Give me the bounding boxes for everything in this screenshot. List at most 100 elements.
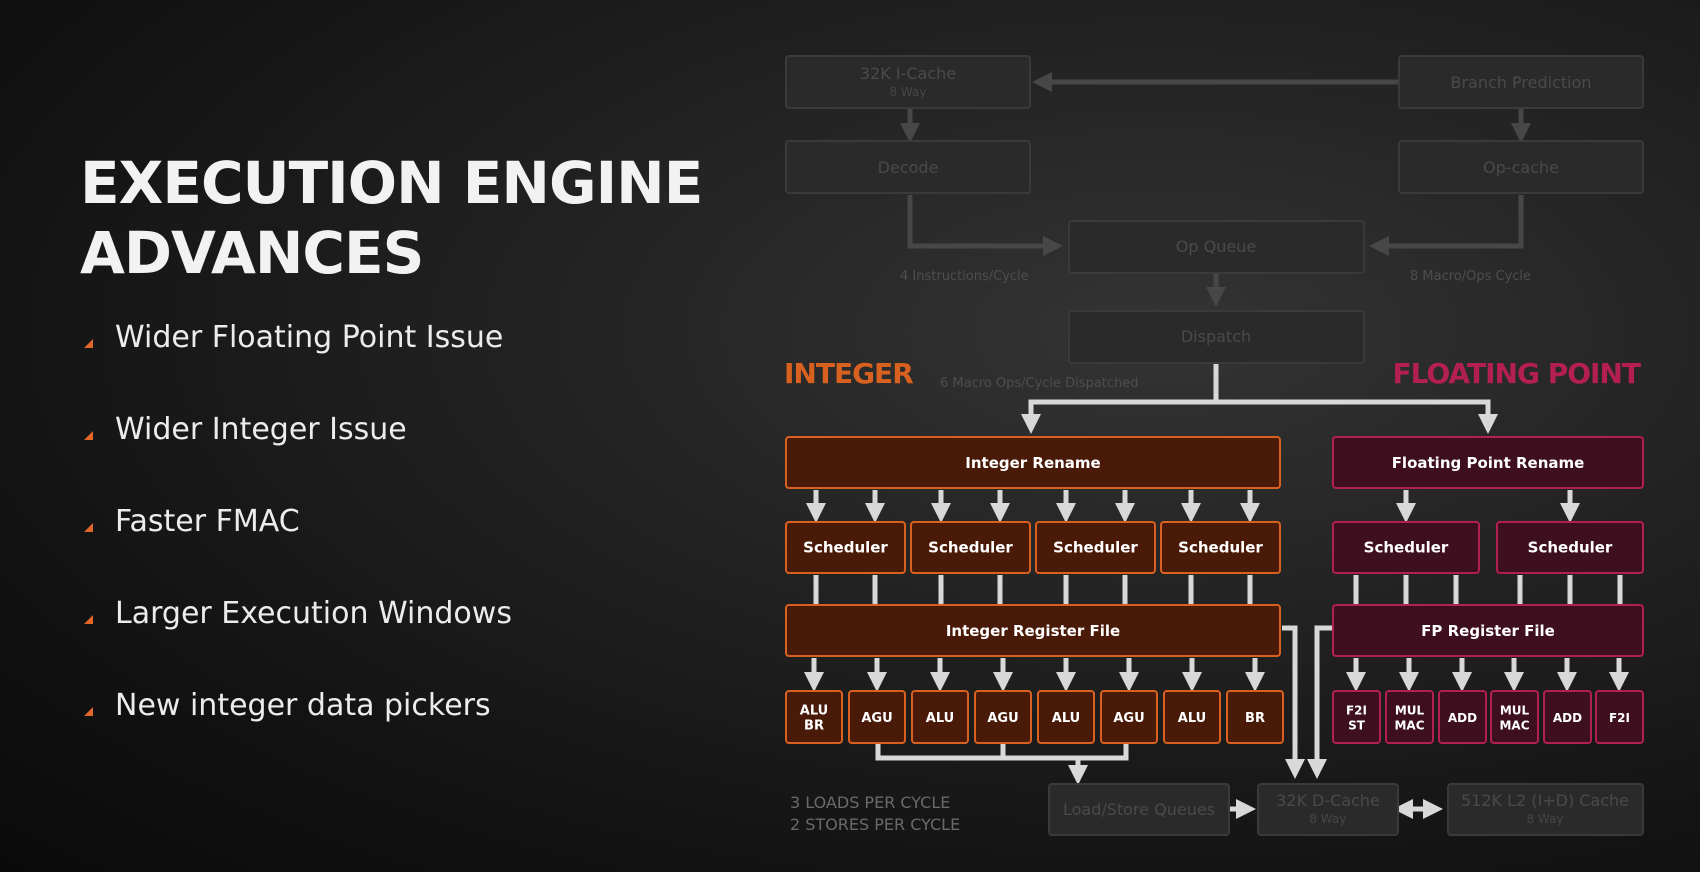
fp-unit-box <box>1490 690 1539 744</box>
fp-unit-label: MAC <box>1499 719 1529 733</box>
triangle-bullet-icon <box>84 339 93 348</box>
fp-unit-label: MUL <box>1500 704 1530 718</box>
op-queue-label: Op Queue <box>1176 237 1256 256</box>
bullet-item: Larger Execution Windows <box>84 599 512 691</box>
fp-scheduler-box <box>1496 521 1644 574</box>
integer-scheduler-box <box>785 521 906 574</box>
decode-box <box>785 140 1031 194</box>
integer-register-file-arrows <box>804 658 1265 693</box>
loads-note: 3 LOADS PER CYCLE <box>790 793 950 812</box>
integer-unit-box <box>974 690 1032 744</box>
connector-decode-to-opqueue <box>907 195 1064 256</box>
integer-rename-box <box>785 436 1281 489</box>
dcache-box <box>1257 783 1399 836</box>
integer-unit-box <box>911 690 969 744</box>
decode-label: Decode <box>878 158 939 177</box>
triangle-bullet-icon <box>84 523 93 532</box>
memory-subsystem: 3 LOADS PER CYCLE 2 STORES PER CYCLE Loa… <box>790 783 1644 836</box>
integer-scheduler-box <box>1035 521 1156 574</box>
integer-section-label: INTEGER <box>784 357 913 390</box>
dispatch-box <box>1068 310 1365 364</box>
integer-scheduler-label: Scheduler <box>803 539 888 557</box>
integer-register-file-box <box>785 604 1281 657</box>
integer-unit-label: BR <box>1245 711 1265 726</box>
load-store-queues-box <box>1048 783 1230 836</box>
fp-register-file-box <box>1332 604 1644 657</box>
fp-unit-label: MUL <box>1395 704 1425 718</box>
fp-scheduler-box <box>1332 521 1480 574</box>
bullet-item: Wider Floating Point Issue <box>84 323 512 415</box>
integer-unit-label: ALU <box>1052 711 1080 726</box>
integer-cluster: Integer Rename Scheduler Scheduler Schedul… <box>785 436 1284 744</box>
icache-box <box>785 55 1031 109</box>
connector-dispatch-split-left <box>1021 399 1216 435</box>
integer-unit-box <box>1100 690 1158 744</box>
bullet-text: Wider Floating Point Issue <box>115 320 504 355</box>
bullet-text: Wider Integer Issue <box>115 412 407 447</box>
integer-rename-arrows <box>806 490 1260 524</box>
integer-unit-label: AGU <box>861 711 892 726</box>
integer-scheduler-box <box>1160 521 1281 574</box>
l2-cache-sub: 8 Way <box>1526 812 1563 826</box>
fp-unit-box <box>1438 690 1487 744</box>
fp-rename-arrows <box>1396 490 1580 524</box>
fp-unit-label: F2I <box>1346 704 1367 718</box>
fp-scheduler-arrows <box>1353 575 1623 604</box>
bullet-text: Larger Execution Windows <box>115 596 512 631</box>
integer-unit-label: AGU <box>1113 711 1144 726</box>
integer-scheduler-box <box>910 521 1031 574</box>
op-cache-box <box>1398 140 1644 194</box>
fp-unit-label: ADD <box>1448 711 1477 725</box>
title-line-1: EXECUTION ENGINE <box>80 149 703 217</box>
integer-unit-label: ALU <box>1178 711 1206 726</box>
integer-unit-label: ALU <box>800 704 828 719</box>
fp-unit-label: ADD <box>1553 711 1582 725</box>
slide-title: EXECUTION ENGINE ADVANCES <box>80 148 703 288</box>
bullet-item: Wider Integer Issue <box>84 415 512 507</box>
triangle-bullet-icon <box>84 707 93 716</box>
connector-fprf-to-dcache <box>1307 625 1332 780</box>
triangle-bullet-icon <box>84 615 93 624</box>
fp-unit-label: F2I <box>1609 711 1630 725</box>
bullet-text: New integer data pickers <box>115 688 491 723</box>
fp-scheduler-label: Scheduler <box>1528 539 1613 557</box>
integer-unit-box <box>848 690 906 744</box>
op-cache-label: Op-cache <box>1483 158 1559 177</box>
stores-note: 2 STORES PER CYCLE <box>790 815 960 834</box>
bullet-item: New integer data pickers <box>84 691 512 783</box>
integer-unit-label: BR <box>804 719 824 734</box>
bullet-item: Faster FMAC <box>84 507 512 599</box>
branch-prediction-box <box>1398 55 1644 109</box>
integer-scheduler-arrows <box>813 575 1253 604</box>
dcache-sub: 8 Way <box>1309 812 1346 826</box>
frontend-units: 32K I-Cache 8 Way Branch Prediction Deco… <box>785 55 1644 391</box>
title-line-2: ADVANCES <box>80 219 424 287</box>
integer-scheduler-label: Scheduler <box>928 539 1013 557</box>
fp-unit-box <box>1332 690 1381 744</box>
fp-unit-box <box>1543 690 1592 744</box>
integer-unit-label: AGU <box>987 711 1018 726</box>
icache-label: 32K I-Cache <box>860 64 956 83</box>
connector-arrows <box>804 72 1629 819</box>
op-queue-box <box>1068 220 1365 274</box>
integer-scheduler-label: Scheduler <box>1053 539 1138 557</box>
branch-prediction-label: Branch Prediction <box>1450 73 1591 92</box>
l2-cache-label: 512K L2 (I+D) Cache <box>1461 791 1629 810</box>
integer-register-file-label: Integer Register File <box>946 622 1120 640</box>
icache-sub: 8 Way <box>889 85 926 99</box>
integer-unit-box <box>1226 690 1284 744</box>
fp-register-file-label: FP Register File <box>1421 622 1555 640</box>
integer-rename-label: Integer Rename <box>965 454 1100 472</box>
decode-rate-note: 4 Instructions/Cycle <box>900 269 1029 284</box>
load-store-queues-label: Load/Store Queues <box>1063 800 1215 819</box>
l2-cache-box <box>1447 783 1644 836</box>
fp-rename-label: Floating Point Rename <box>1392 454 1585 472</box>
bullet-list: Wider Floating Point Issue Wider Integer… <box>84 323 512 783</box>
connector-agu-to-lsq <box>875 744 1129 778</box>
